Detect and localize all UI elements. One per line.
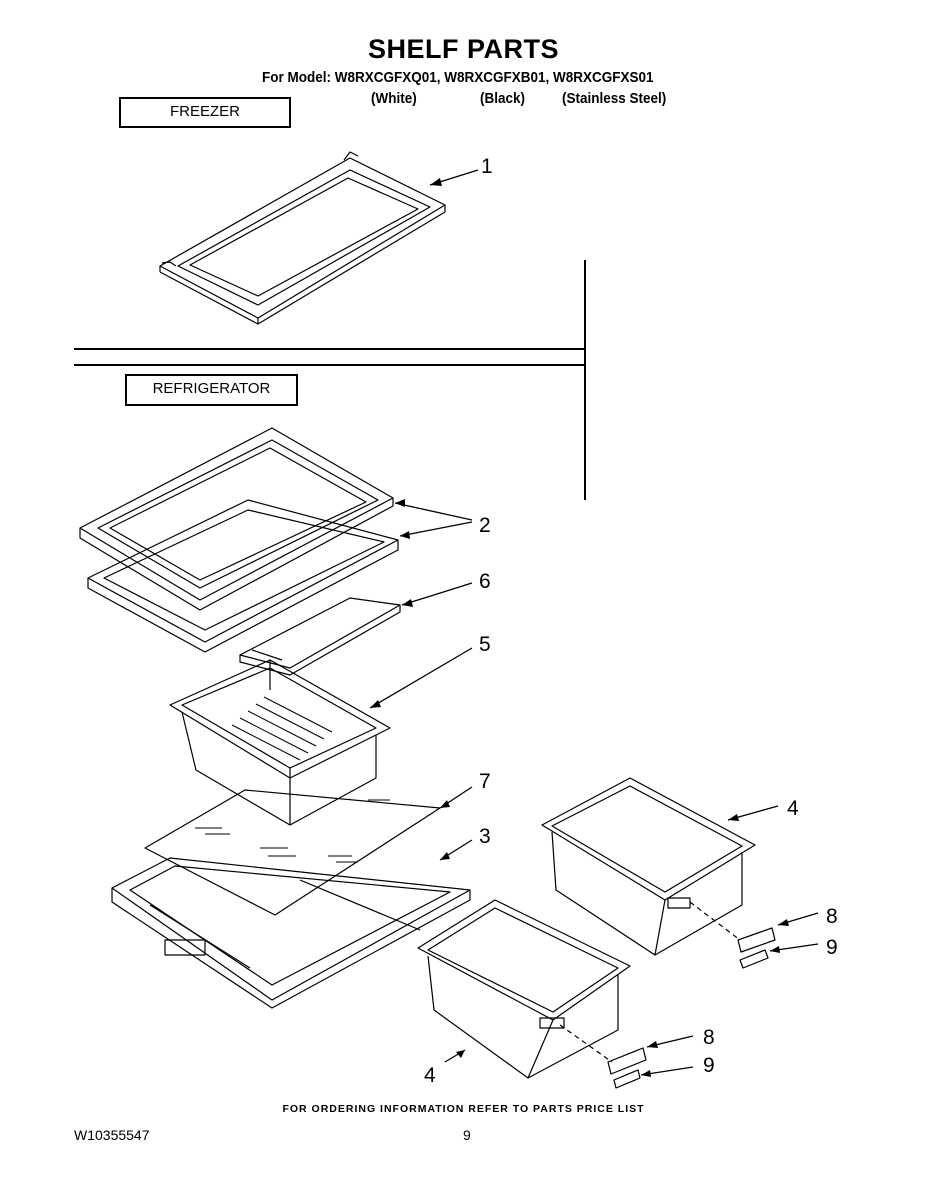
part-1-freezer-shelf — [159, 151, 446, 325]
model-line: For Model: W8RXCGFXQ01, W8RXCGFXB01, W8R… — [262, 69, 654, 86]
part-2-shelves — [79, 427, 399, 653]
part-4-drawer-right — [541, 777, 756, 956]
page-title: SHELF PARTS — [367, 34, 559, 64]
arrow-heads — [370, 178, 789, 1077]
page-number: 9 — [463, 1127, 471, 1143]
part-4-drawer-left — [417, 899, 631, 1079]
variant-white: (White) — [371, 90, 417, 107]
callout-5: 5 — [479, 633, 491, 656]
part-6-crisper-cover — [239, 597, 401, 676]
callout-arrows — [369, 169, 819, 1076]
part-7-glass — [144, 789, 441, 916]
parts-8-9-clips — [559, 901, 776, 1089]
document-number: W10355547 — [74, 1127, 150, 1143]
freezer-label: FREEZER — [119, 97, 291, 128]
part-5-pan — [169, 659, 391, 826]
ordering-note: FOR ORDERING INFORMATION REFER TO PARTS … — [282, 1103, 645, 1115]
variant-stainless: (Stainless Steel) — [562, 90, 667, 107]
callout-2: 2 — [479, 514, 491, 537]
callout-6: 6 — [479, 570, 491, 593]
callout-8-left: 8 — [703, 1026, 715, 1049]
callout-3: 3 — [479, 825, 491, 848]
callout-7: 7 — [479, 770, 491, 793]
callout-4-left: 4 — [424, 1064, 436, 1087]
section-dividers — [74, 260, 586, 500]
refrigerator-label: REFRIGERATOR — [125, 374, 298, 406]
part-3-crisper-frame — [111, 857, 471, 1009]
callout-1: 1 — [481, 155, 493, 178]
variant-black: (Black) — [480, 90, 526, 107]
callout-9-left: 9 — [703, 1054, 715, 1077]
callout-4-right: 4 — [787, 797, 799, 820]
callout-9-right: 9 — [826, 936, 838, 959]
callout-8-right: 8 — [826, 905, 838, 928]
